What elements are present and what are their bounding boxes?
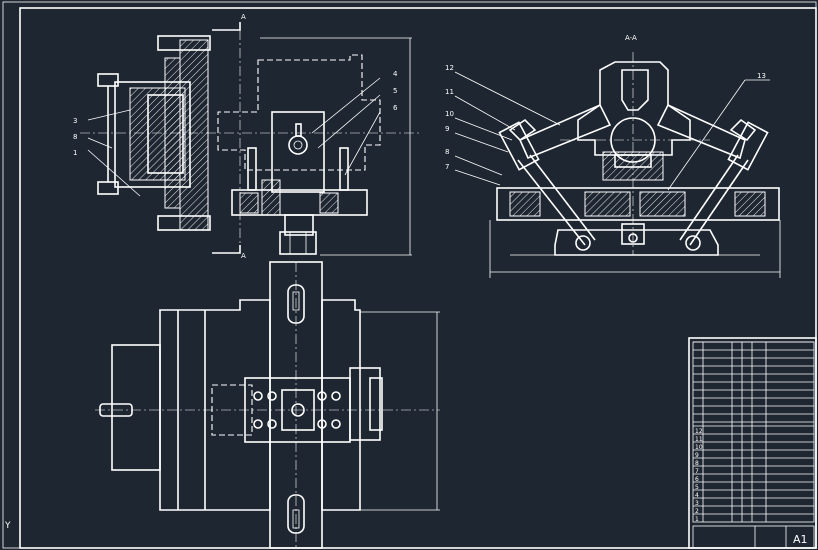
callout-8-aa: 8 xyxy=(445,148,449,156)
callout-8: 8 xyxy=(73,133,77,141)
parts-row-number: 1 xyxy=(695,516,699,523)
left-view-callout-labels: 4 5 6 3 1 8 xyxy=(73,70,398,157)
section-marker-bottom: A xyxy=(241,252,246,260)
callout-7: 7 xyxy=(445,163,449,171)
callout-10: 10 xyxy=(445,110,454,118)
parts-row-number: 4 xyxy=(695,492,699,499)
parts-row-number: 7 xyxy=(695,468,699,475)
parts-row-number: 2 xyxy=(695,508,699,515)
parts-row-number: 12 xyxy=(695,428,703,435)
parts-row-number: 6 xyxy=(695,476,699,483)
parts-row-number: 11 xyxy=(695,436,703,443)
section-a-a-view xyxy=(454,52,781,278)
callout-3: 3 xyxy=(73,117,77,125)
left-section-view: A A xyxy=(80,13,420,260)
parts-row-number: 8 xyxy=(695,460,699,467)
parts-row-number: 5 xyxy=(695,484,699,491)
callout-5: 5 xyxy=(393,87,397,95)
ucs-axis-y-label: Y xyxy=(4,521,11,531)
parts-row-number: 10 xyxy=(695,444,703,451)
callout-1: 1 xyxy=(73,149,77,157)
callout-6: 6 xyxy=(393,104,398,112)
callout-13: 13 xyxy=(757,72,766,80)
parts-row-number: 3 xyxy=(695,500,699,507)
section-callout-labels: 12 11 10 9 8 7 13 xyxy=(445,64,766,171)
section-marker-top: A xyxy=(241,13,246,21)
callout-9: 9 xyxy=(445,125,449,133)
section-view-title: A-A xyxy=(625,34,637,42)
callout-4: 4 xyxy=(393,70,398,78)
sheet-size-label: A1 xyxy=(793,533,808,546)
top-view xyxy=(95,261,440,549)
callout-12: 12 xyxy=(445,64,454,72)
parts-row-number: 9 xyxy=(695,452,699,459)
callout-11: 11 xyxy=(445,88,454,96)
